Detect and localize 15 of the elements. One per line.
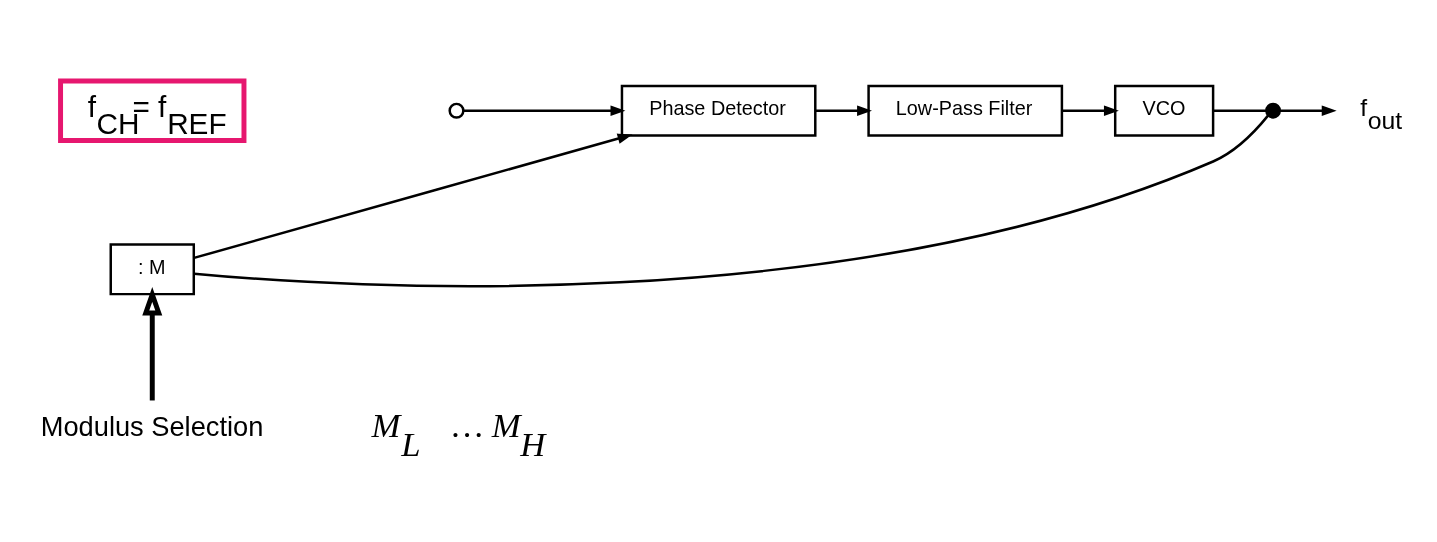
connector — [194, 114, 1270, 287]
node-box: : M — [109, 242, 195, 295]
node-box: VCO — [1113, 84, 1215, 137]
node-box: Low-Pass Filter — [867, 84, 1064, 137]
arrow — [193, 133, 633, 259]
node-circle — [1265, 102, 1281, 119]
arrow — [142, 286, 163, 400]
arrow — [1279, 105, 1337, 116]
node-text: Modulus Selection — [40, 410, 264, 442]
arrow — [1062, 105, 1119, 116]
arrow — [815, 105, 872, 116]
connector — [1213, 108, 1267, 112]
arrow — [463, 105, 626, 116]
node-circle — [448, 102, 465, 119]
node-box: Phase Detector — [620, 84, 817, 137]
